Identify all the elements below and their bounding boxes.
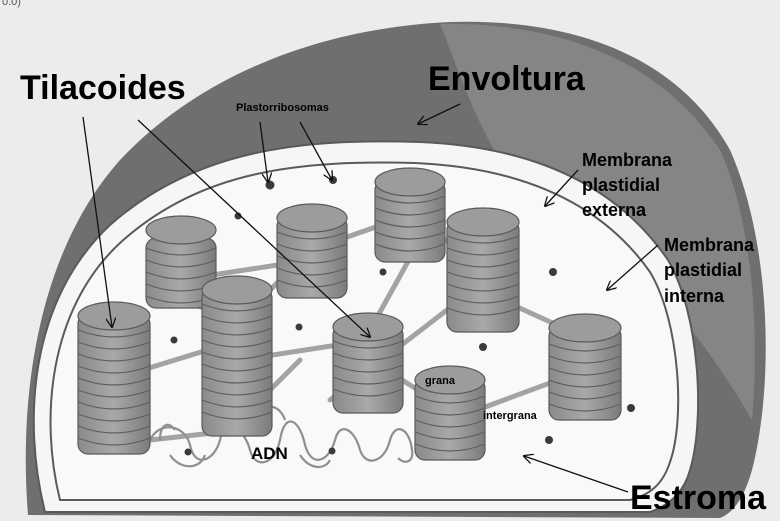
label-estroma: Estroma	[630, 481, 766, 517]
granum	[375, 168, 445, 262]
granum	[333, 313, 403, 413]
label-membrana-externa-1: Membrana	[582, 151, 672, 170]
label-grana: grana	[425, 376, 455, 388]
label-tilacoides: Tilacoides	[20, 71, 186, 107]
label-plastorribosomas: Plastorribosomas	[236, 103, 329, 115]
granum	[447, 208, 519, 332]
label-membrana-externa-2: plastidial	[582, 176, 660, 195]
label-intergrana: intergrana	[483, 411, 537, 423]
granum	[277, 204, 347, 298]
label-membrana-interna-3: interna	[664, 287, 724, 306]
granum	[202, 276, 272, 436]
label-membrana-interna-1: Membrana	[664, 236, 754, 255]
label-adn: ADN	[251, 445, 288, 463]
label-envoltura: Envoltura	[428, 62, 585, 98]
top-fragment-text: 0.0)	[2, 0, 21, 9]
granum	[549, 314, 621, 420]
label-membrana-interna-2: plastidial	[664, 261, 742, 280]
granum	[78, 302, 150, 454]
label-membrana-externa-3: externa	[582, 201, 646, 220]
